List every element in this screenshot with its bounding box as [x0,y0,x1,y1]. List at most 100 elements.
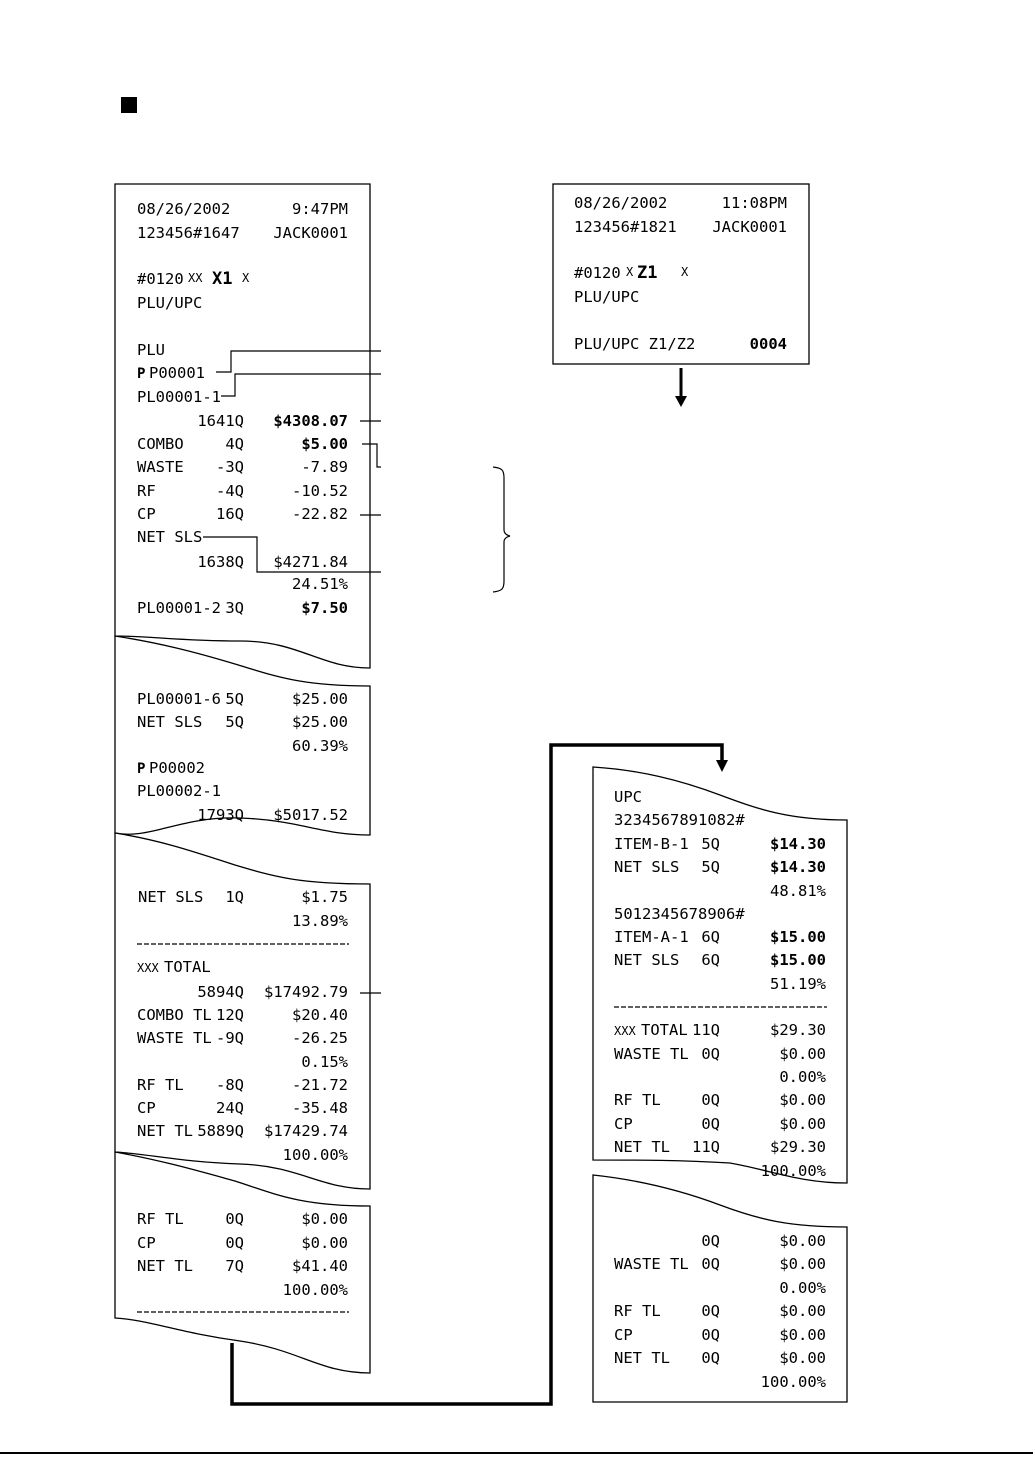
left-plu-1-qty: 1641Q [197,412,244,430]
right-p3-pct: 100.00% [761,1373,827,1391]
left-plu-2-label: PL00001-2 [137,599,221,617]
right-rf-tl-label: RF TL [614,1091,661,1109]
left-clerk: JACK0001 [273,224,348,242]
left-net-tl-2-qty: 7Q [225,1257,244,1275]
left-plu-1-amount: $4308.07 [273,412,348,430]
right-net-sls-2-amount: $15.00 [770,951,826,969]
right-cp-qty: 0Q [701,1115,720,1133]
right-net-sls-2-label: NET SLS [614,951,679,969]
right-item-a-label: ITEM-A-1 [614,928,689,946]
right-cp-label: CP [614,1115,633,1133]
left-cp-3-label: CP [137,1234,156,1252]
continuation-line [230,743,724,1406]
right-mode-left-mark: X [626,265,634,279]
total-marks: XXX [614,1024,636,1038]
right-p3-cp-qty: 0Q [701,1326,720,1344]
left-combo-tl-amount: $20.40 [292,1006,348,1024]
right-total-amount: $29.30 [770,1021,826,1039]
right-p3-cp-label: CP [614,1326,633,1344]
left-section-plu: PLU [137,341,165,359]
left-cp-amount: -22.82 [292,505,348,523]
left-plu-6-amount: $25.00 [292,690,348,708]
right-time: 11:08PM [722,194,787,212]
left-rf-tl-label: RF TL [137,1076,184,1094]
left-net-sls-3-qty: 1Q [225,888,244,906]
left-waste-tl-amount: -26.25 [292,1029,348,1047]
total-marks: XXX [137,961,159,975]
left-cp-2-qty: 24Q [216,1099,244,1117]
left-net-tl-qty: 5889Q [197,1122,244,1140]
left-plu-21-amount: $5017.52 [273,806,348,824]
left-receipt-paper [114,183,371,1374]
right-p3-net-tl-label: NET TL [614,1349,670,1367]
right-p3-rf-tl-qty: 0Q [701,1302,720,1320]
left-rf-amount: -10.52 [292,482,348,500]
right-item-b-amount: $14.30 [770,835,826,853]
right-p3-cp-amount: $0.00 [779,1326,826,1344]
left-plu-6-label: PL00001-6 [137,690,221,708]
left-rf-tl-qty: -8Q [216,1076,244,1094]
left-net-tl-2-label: NET TL [137,1257,193,1275]
left-rf-tl-2-amount: $0.00 [301,1210,348,1228]
right-pct-2: 51.19% [770,975,827,993]
right-waste-tl-qty: 0Q [701,1045,720,1063]
left-rf-label: RF [137,482,156,500]
right-machine-no: 123456#1821 [574,218,677,236]
left-waste-label: WASTE [137,458,184,476]
left-report-no: #0120 [137,270,184,288]
right-report-no: #0120 [574,264,621,282]
left-mode-left-mark: XX [188,271,203,285]
left-dept-2: P00002 [149,759,205,777]
right-net-tl-amount: $29.30 [770,1138,826,1156]
right-net-tl-pct: 100.00% [761,1162,827,1180]
left-net-sls-pct: 24.51% [292,575,349,593]
left-plu-2-qty: 3Q [225,599,244,617]
left-combo-label: COMBO [137,435,184,453]
left-cp-3-qty: 0Q [225,1234,244,1252]
separator-lines [137,943,827,1313]
right-total-qty: 11Q [692,1021,720,1039]
right-pct-1: 48.81% [770,882,827,900]
right-date: 08/26/2002 [574,194,667,212]
section-bullet [121,97,137,113]
left-waste-amount: -7.89 [301,458,348,476]
left-net-sls-2-pct: 60.39% [292,737,349,755]
right-net-sls-1-qty: 5Q [701,858,720,876]
left-mode: X1 [212,269,232,289]
left-plu-1: PL00001-1 [137,388,221,406]
right-p3-rf-tl-label: RF TL [614,1302,661,1320]
left-plu-2-amount: $7.50 [301,599,348,617]
right-title: PLU/UPC [574,288,639,306]
right-waste-tl-amount: $0.00 [779,1045,826,1063]
left-machine-no: 123456#1647 [137,224,240,242]
left-net-sls-2-label: NET SLS [137,713,202,731]
right-clerk: JACK0001 [712,218,787,236]
right-p3-waste-tl-label: WASTE TL [614,1255,689,1273]
right-waste-tl-label: WASTE TL [614,1045,689,1063]
page-bottom-rule [0,1452,1033,1454]
left-net-sls-3-pct: 13.89% [292,912,349,930]
left-total-label: TOTAL [164,958,211,976]
right-item-a-qty: 6Q [701,928,720,946]
left-rf-tl-amount: -21.72 [292,1076,348,1094]
right-p3-net-tl-qty: 0Q [701,1349,720,1367]
left-combo-tl-label: COMBO TL [137,1006,212,1024]
left-net-sls-label: NET SLS [137,528,202,546]
left-cp-3-amount: $0.00 [301,1234,348,1252]
left-total-qty: 5894Q [197,983,244,1001]
right-p3-net-tl-amount: $0.00 [779,1349,826,1367]
left-rf-tl-2-label: RF TL [137,1210,184,1228]
left-net-tl-pct: 100.00% [283,1146,349,1164]
left-net-sls-3-label: NET SLS [138,888,203,906]
left-net-tl-2-amount: $41.40 [292,1257,348,1275]
left-plu-6-qty: 5Q [225,690,244,708]
continue-arrowhead [675,396,687,407]
left-net-sls-3-amount: $1.75 [301,888,348,906]
left-combo-tl-qty: 12Q [216,1006,244,1024]
right-mode-right-mark: X [681,265,689,279]
right-p3-waste-tl-amount: $0.00 [779,1255,826,1273]
right-rf-tl-amount: $0.00 [779,1091,826,1109]
right-receipt: 08/26/2002 11:08PM 123456#1821 JACK0001 … [574,194,827,1391]
